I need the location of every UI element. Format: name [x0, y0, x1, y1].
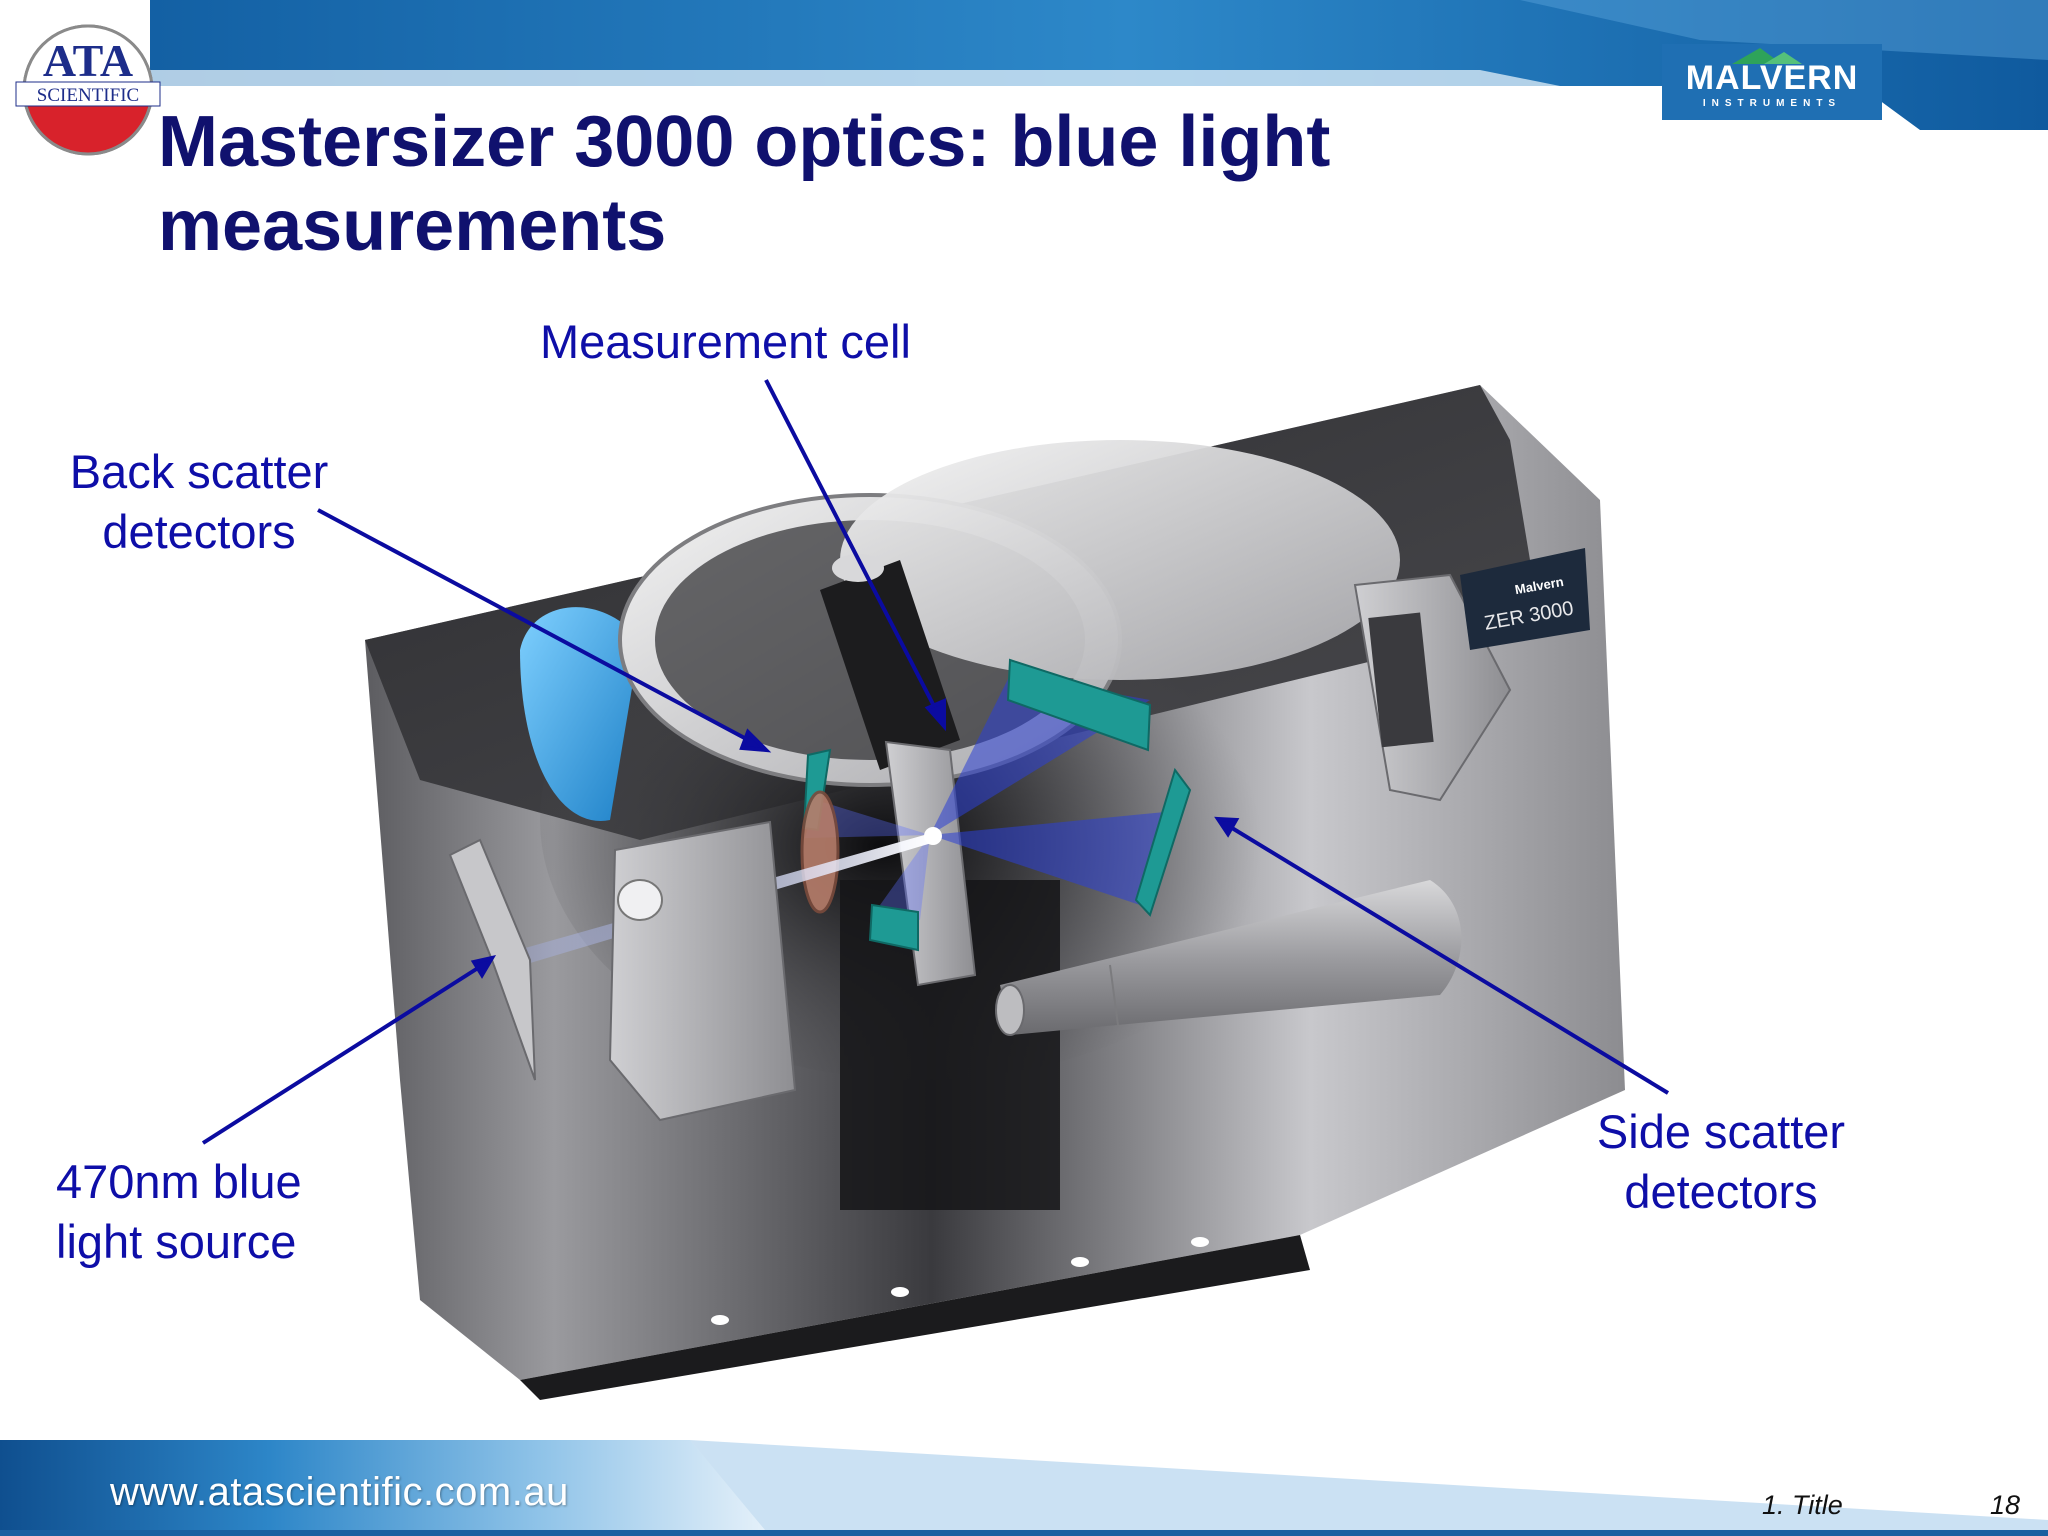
malvern-wordmark: MALVERN	[1685, 59, 1859, 97]
measurement-cell-text: Measurement cell	[540, 315, 911, 368]
footer-band	[0, 1440, 2048, 1536]
back-scatter-line1: Back scatter	[69, 445, 329, 498]
light-source-arrowhead	[470, 955, 497, 979]
back-scatter-arrowhead	[739, 728, 772, 753]
light-source-label: 470nm blue light source	[56, 1152, 302, 1272]
back-scatter-line2: detectors	[102, 505, 296, 558]
svg-text:SCIENTIFIC: SCIENTIFIC	[37, 85, 139, 106]
side-scatter-arrowhead	[1214, 816, 1240, 838]
light-source-leader	[201, 966, 480, 1145]
header-band	[0, 0, 2048, 130]
ata-scientific-logo: ATA SCIENTIFIC	[15, 24, 161, 156]
side-scatter-leader	[1230, 826, 1670, 1095]
back-scatter-label: Back scatter detectors	[56, 442, 342, 562]
slide-title: Mastersizer 3000 optics: blue light meas…	[158, 102, 1331, 266]
measurement-cell-leader	[764, 379, 938, 711]
footer-section-label: 1. Title	[1762, 1490, 1843, 1520]
svg-text:ATA: ATA	[43, 35, 133, 86]
slide-page-number: 18	[1990, 1490, 2021, 1520]
footer-website-url[interactable]: www.atascientific.com.au	[110, 1470, 569, 1514]
light-source-line2: light source	[56, 1215, 297, 1268]
side-scatter-label: Side scatter detectors	[1586, 1102, 1856, 1222]
measurement-cell-label: Measurement cell	[540, 312, 911, 372]
light-source-line1: 470nm blue	[56, 1155, 302, 1208]
back-scatter-leader	[317, 508, 753, 744]
side-scatter-line2: detectors	[1624, 1165, 1818, 1218]
malvern-logo: MALVERN INSTRUMENTS	[1662, 44, 1882, 120]
measurement-cell-arrowhead	[924, 697, 946, 732]
side-scatter-line1: Side scatter	[1596, 1105, 1846, 1158]
malvern-subtitle: INSTRUMENTS	[1702, 98, 1842, 109]
